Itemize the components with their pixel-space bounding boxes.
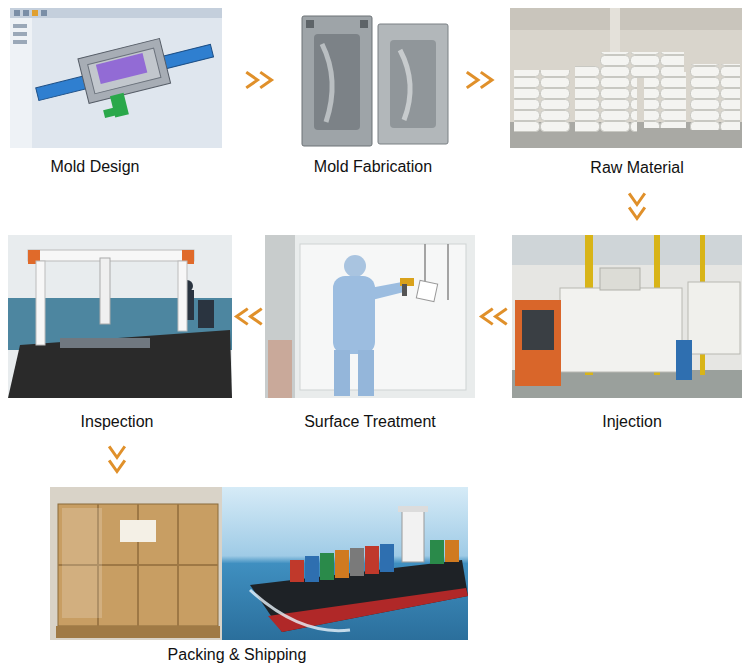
flow-arrow [450, 73, 510, 87]
process-step: Inspection [8, 235, 232, 398]
chevron-head [468, 73, 492, 87]
packing-shipping-photo [50, 487, 468, 640]
flow-arrow [630, 178, 644, 235]
chevron-head [248, 73, 272, 87]
step-label: Inspection [81, 412, 154, 432]
chevron-head [110, 448, 124, 472]
chevron-head [630, 195, 644, 219]
chevron-head [482, 310, 506, 324]
flow-arrow [475, 310, 512, 324]
step-label: Packing & Shipping [168, 645, 307, 665]
step-label: Mold Fabrication [314, 157, 432, 177]
step-label: Injection [602, 412, 662, 432]
step-label: Raw Material [590, 158, 683, 178]
process-step: Surface Treatment [265, 235, 475, 398]
step-label: Surface Treatment [304, 412, 436, 432]
process-step: Injection [512, 235, 742, 398]
process-step: Packing & Shipping [50, 487, 468, 640]
process-step: Raw Material [510, 8, 742, 148]
warehouse-photo [510, 8, 742, 148]
flow-arrow [110, 432, 124, 487]
mold-plates [297, 12, 450, 148]
cmm-photo [8, 235, 232, 398]
injection-machine-photo [512, 235, 742, 398]
chevron-head [237, 310, 261, 324]
flow-arrow [232, 310, 265, 324]
process-step: Mold Design [10, 8, 222, 148]
spray-booth-photo [265, 235, 475, 398]
step-label: Mold Design [51, 157, 140, 177]
cad-screenshot [10, 8, 222, 148]
flow-arrow [222, 73, 297, 87]
process-step: Mold Fabrication [297, 12, 450, 148]
